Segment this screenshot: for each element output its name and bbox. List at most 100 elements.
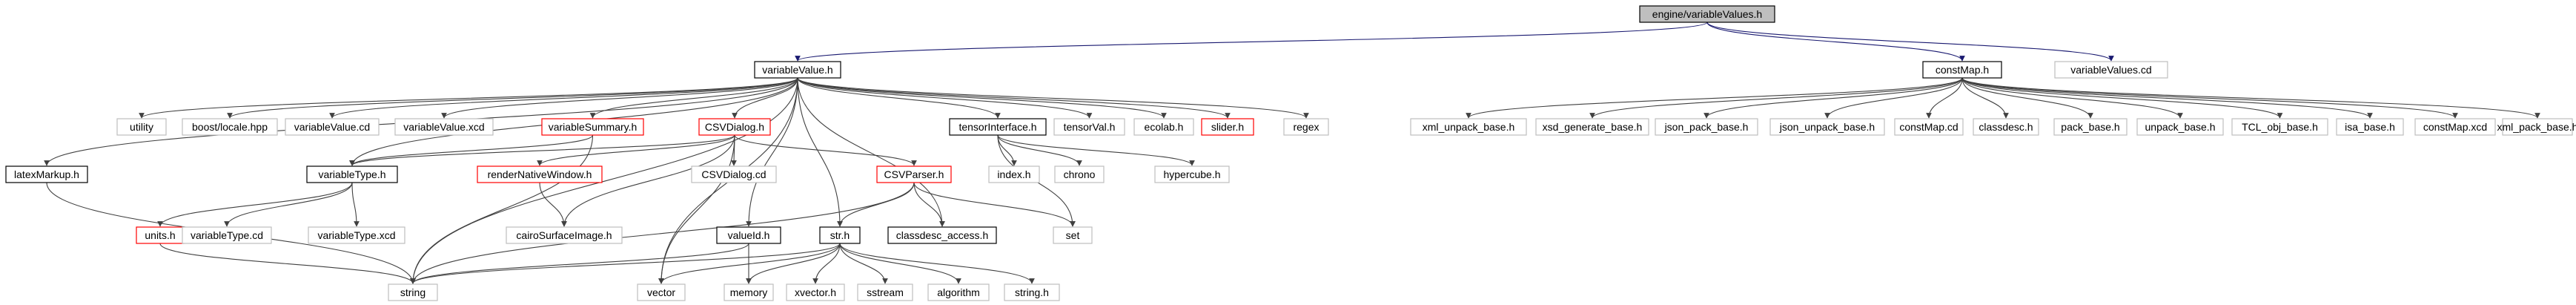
node-box xyxy=(819,226,861,244)
edge-constMap_h-to-xsd_generate_base_h xyxy=(1589,77,1963,119)
node-isa-base-h: isa_base.h xyxy=(2336,118,2404,136)
edge-CSVDialog_h-to-cairoSurfaceImage_h xyxy=(561,134,735,227)
node-label: valueId.h xyxy=(728,229,770,241)
edge-str_h-to-algorithm xyxy=(839,243,961,284)
node-memory: memory xyxy=(724,283,774,301)
node-label: utility xyxy=(130,121,153,133)
node-box xyxy=(1769,118,1885,136)
edge-constMap_h-to-pack_base_h xyxy=(1961,77,2093,119)
node-label: set xyxy=(1066,229,1080,241)
node-variableSummary-h[interactable]: variableSummary.h xyxy=(541,118,644,136)
node-json-pack-base-h: json_pack_base.h xyxy=(1655,118,1758,136)
node-xsd-generate-base-h: xsd_generate_base.h xyxy=(1535,118,1649,136)
edge-variableValue_h-to-variableValue_cd xyxy=(329,77,798,119)
node-box xyxy=(388,283,438,301)
edge-constMap_h-to-constMap_xcd xyxy=(1961,77,2458,119)
edge-constMap_h-to-xml_unpack_base_h xyxy=(1466,77,1963,119)
node-label: boost/locale.hpp xyxy=(192,121,268,133)
edge-variableSummary_h-to-string xyxy=(410,134,594,284)
node-box xyxy=(477,165,603,183)
node-variableType-h[interactable]: variableType.h xyxy=(306,165,398,183)
node-box xyxy=(2231,118,2328,136)
node-variableValues-cd: variableValues.cd xyxy=(2054,61,2168,79)
node-json-unpack-base-h: json_unpack_base.h xyxy=(1769,118,1885,136)
node-label: xml_pack_base.h xyxy=(2497,121,2576,133)
node-CSVDialog-h[interactable]: CSVDialog.h xyxy=(698,118,771,136)
node-box xyxy=(1973,118,2039,136)
node-label: renderNativeWindow.h xyxy=(488,168,592,180)
node-constMap-h[interactable]: constMap.h xyxy=(1922,61,2002,79)
edge-variableValue_h-to-classdesc_access_h xyxy=(797,77,945,227)
node-regex: regex xyxy=(1283,118,1329,136)
node-label: CSVDialog.h xyxy=(705,121,764,133)
node-label: json_pack_base.h xyxy=(1664,121,1749,133)
edge-variableValue_h-to-utility xyxy=(139,77,798,119)
node-CSVDialog-cd: CSVDialog.cd xyxy=(691,165,777,183)
node-units-h[interactable]: units.h xyxy=(136,226,185,244)
node-label: classdesc_access.h xyxy=(896,229,989,241)
node-box xyxy=(786,283,845,301)
node-variableValue-h[interactable]: variableValue.h xyxy=(754,61,841,79)
node-box xyxy=(1894,118,1964,136)
node-label: variableValues.cd xyxy=(2070,64,2151,76)
node-classdesc-access-h[interactable]: classdesc_access.h xyxy=(887,226,997,244)
node-label: memory xyxy=(730,286,768,298)
node-chrono: chrono xyxy=(1054,165,1105,183)
node-box xyxy=(2502,118,2573,136)
edge-str_h-to-memory xyxy=(746,243,841,284)
edge-str_h-to-string xyxy=(410,243,841,284)
node-set: set xyxy=(1053,226,1093,244)
edge-variableValue_h-to-tensorVal_h xyxy=(797,77,1093,119)
node-label: tensorVal.h xyxy=(1064,121,1116,133)
node-label: chrono xyxy=(1064,168,1096,180)
node-valueId-h[interactable]: valueId.h xyxy=(716,226,781,244)
node-CSVParser-h[interactable]: CSVParser.h xyxy=(876,165,952,183)
edge-variableType_h-to-variableType_xcd xyxy=(351,182,360,227)
edge-constMap_h-to-TCL_obj_base_h xyxy=(1961,77,2283,119)
node-str-h[interactable]: str.h xyxy=(819,226,861,244)
node-label: xvector.h xyxy=(795,286,836,298)
node-xml-unpack-base-h: xml_unpack_base.h xyxy=(1410,118,1527,136)
edge-variableValue_h-to-slider_h xyxy=(797,77,1231,119)
node-label: vector xyxy=(647,286,675,298)
node-label: xsd_generate_base.h xyxy=(1543,121,1643,133)
node-box xyxy=(394,118,494,136)
node-label: slider.h xyxy=(1211,121,1244,133)
node-renderNativeWindow-h[interactable]: renderNativeWindow.h xyxy=(477,165,603,183)
edge-variableValue_h-to-boost_locale xyxy=(227,77,798,119)
node-label: units.h xyxy=(145,229,175,241)
edge-root-to-constMap_h xyxy=(1706,22,1965,62)
edge-CSVParser_h-to-set xyxy=(913,182,1076,227)
node-string-h: string.h xyxy=(1004,283,1060,301)
edge-str_h-to-string_h xyxy=(839,243,1035,284)
node-classdesc-h: classdesc.h xyxy=(1973,118,2039,136)
node-box xyxy=(691,165,777,183)
node-box xyxy=(724,283,774,301)
edge-constMap_h-to-xml_pack_base_h xyxy=(1961,77,2540,119)
node-label: sstream xyxy=(867,286,904,298)
edge-constMap_h-to-json_pack_base_h xyxy=(1703,77,1963,119)
node-index-h: index.h xyxy=(988,165,1040,183)
edge-tensorInterface_h-to-chrono xyxy=(997,134,1082,166)
node-root[interactable]: engine/variableValues.h xyxy=(1639,5,1775,23)
node-box xyxy=(1004,283,1060,301)
node-label: variableValue.cd xyxy=(294,121,370,133)
node-label: variableType.xcd xyxy=(317,229,395,241)
edge-variableValue_h-to-str_h xyxy=(797,77,843,227)
edge-CSVParser_h-to-classdesc_access_h xyxy=(913,182,945,227)
node-latexMarkup-h[interactable]: latexMarkup.h xyxy=(5,165,88,183)
edge-CSVDialog_h-to-CSVParser_h xyxy=(734,134,917,166)
edge-constMap_h-to-isa_base_h xyxy=(1961,77,2373,119)
node-label: ecolab.h xyxy=(1145,121,1184,133)
edge-root-to-variableValues_cd xyxy=(1706,22,2114,62)
node-label: cairoSurfaceImage.h xyxy=(516,229,612,241)
node-label: variableSummary.h xyxy=(549,121,638,133)
edge-CSVParser_h-to-string xyxy=(410,182,915,284)
node-box xyxy=(1133,118,1194,136)
node-label: variableValue.h xyxy=(762,64,832,76)
node-tensorInterface-h[interactable]: tensorInterface.h xyxy=(949,118,1047,136)
node-label: xml_unpack_base.h xyxy=(1423,121,1515,133)
edge-constMap_h-to-constMap_cd xyxy=(1926,77,1963,119)
node-slider-h[interactable]: slider.h xyxy=(1201,118,1254,136)
